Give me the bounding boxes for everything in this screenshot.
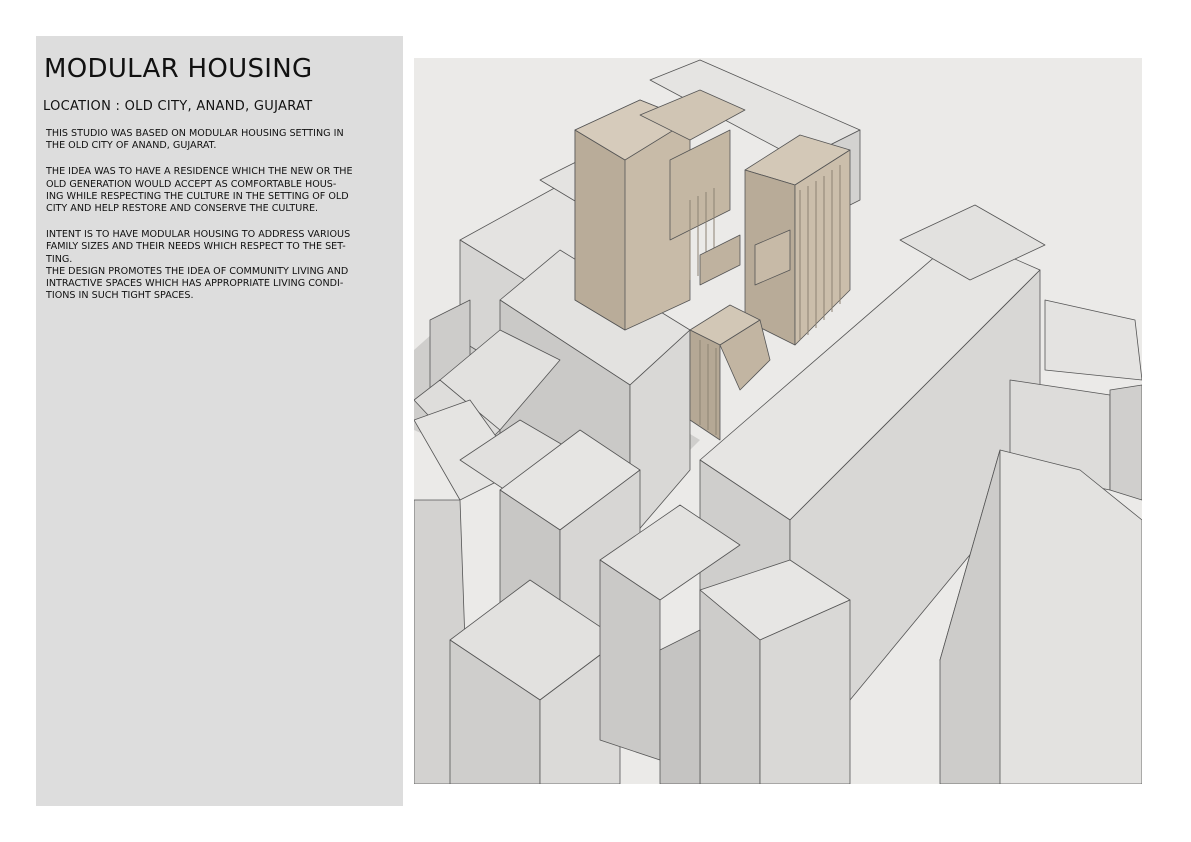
modular-housing-proposal: [574, 89, 851, 441]
description-paragraph: THE DESIGN PROMOTES THE IDEA OF COMMUNIT…: [46, 265, 349, 302]
context-blocks-foreground: [414, 399, 851, 784]
description-paragraph: INTENT IS TO HAVE MODULAR HOUSING TO ADD…: [46, 229, 351, 265]
massing-drawing: [414, 58, 1142, 784]
description-paragraph: THE IDEA WAS TO HAVE A RESIDENCE WHICH T…: [46, 166, 353, 215]
description-paragraph: THIS STUDIO WAS BASED ON MODULAR HOUSING…: [46, 128, 344, 152]
axonometric-render: [414, 58, 1142, 784]
project-title: MODULAR HOUSING: [44, 54, 313, 84]
project-description: THIS STUDIO WAS BASED ON MODULAR HOUSING…: [46, 128, 402, 316]
text-panel: MODULAR HOUSING LOCATION : OLD CITY, ANA…: [36, 36, 403, 806]
context-blocks-right: [939, 299, 1142, 784]
project-location: LOCATION : OLD CITY, ANAND, GUJARAT: [43, 99, 313, 114]
